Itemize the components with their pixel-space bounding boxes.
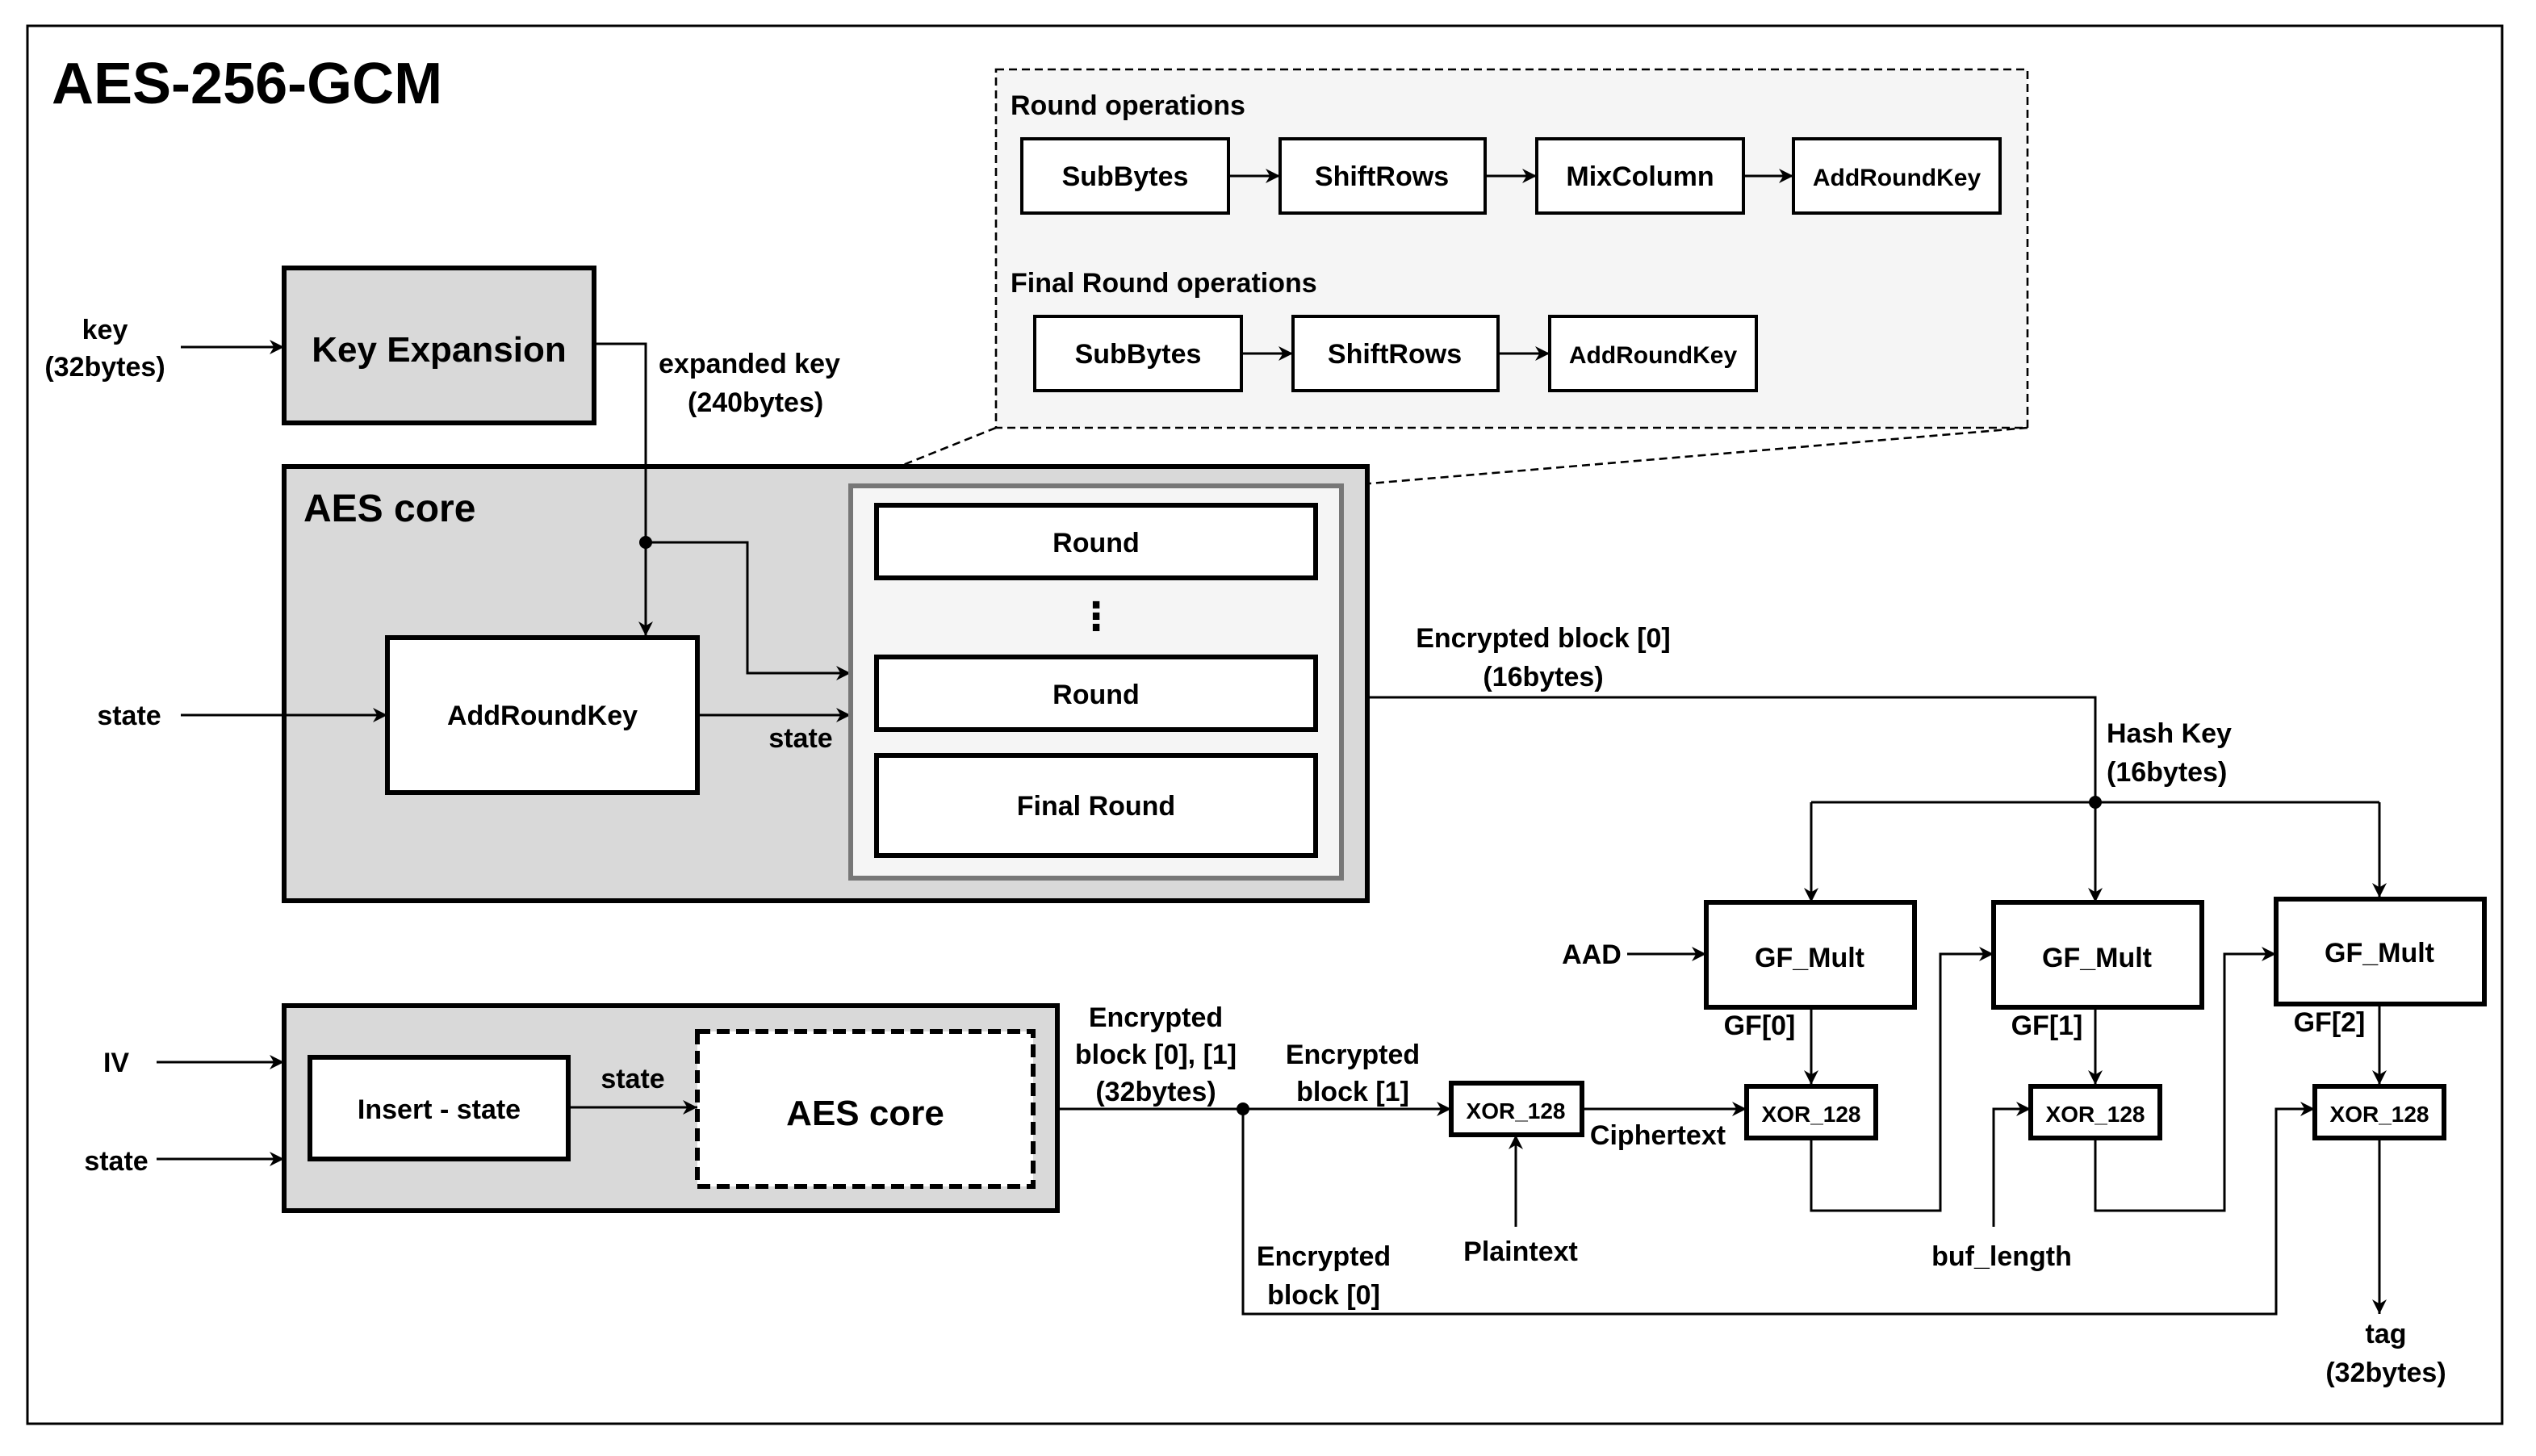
plaintext-label: Plaintext <box>1463 1236 1578 1267</box>
xor-label-3: XOR_128 <box>2330 1102 2429 1127</box>
gf-mult-label-2: GF_Mult <box>2325 938 2434 969</box>
insert-state-block <box>308 1055 571 1161</box>
key-expansion-block <box>282 266 596 425</box>
key-junction <box>639 536 652 549</box>
insert-state-label: Insert - state <box>358 1094 521 1125</box>
enc-block0-label: Encrypted block [0] <box>1416 623 1671 654</box>
buf-length-label: buf_length <box>1931 1241 2072 1272</box>
round-ops-title: Round operations <box>1011 90 1245 121</box>
round-op-subbytes: SubBytes <box>1062 161 1189 192</box>
key-expansion-label: Key Expansion <box>312 330 566 370</box>
aes-core-title: AES core <box>303 487 475 530</box>
core-state-label: state <box>768 723 832 754</box>
ciphertext-label: Ciphertext <box>1590 1120 1726 1151</box>
gf-mult-label-0: GF_Mult <box>1755 943 1864 973</box>
gf-label-1: GF[1] <box>2011 1010 2083 1041</box>
zoom-guide-right <box>1341 426 2028 487</box>
xor-label-0: XOR_128 <box>1467 1098 1566 1123</box>
enc-block1-label-2: block [1] <box>1296 1077 1409 1107</box>
key-size-label: (32bytes) <box>44 352 165 383</box>
ctr-out-label-3: (32bytes) <box>1095 1077 1216 1107</box>
iv-label: IV <box>103 1048 129 1078</box>
enc-block1-label-1: Encrypted <box>1286 1040 1420 1070</box>
final-round-ops-title: Final Round operations <box>1011 268 1317 299</box>
ctr-out-label-1: Encrypted <box>1089 1002 1223 1033</box>
final-round-label: Final Round <box>1017 791 1175 822</box>
final-round-block <box>874 753 1318 858</box>
expanded-key-size: (240bytes) <box>688 387 823 418</box>
add-round-key-label: AddRoundKey <box>447 701 638 731</box>
round-label-last: Round <box>1052 680 1140 710</box>
gf-mult-block-1 <box>1991 900 2204 1010</box>
hash-key-label: Hash Key <box>2107 718 2232 749</box>
round-label-first: Round <box>1052 528 1140 559</box>
enc-block0-bottom-label-2: block [0] <box>1267 1280 1380 1311</box>
enc-block0-size: (16bytes) <box>1483 662 1603 692</box>
ctr-out-label-2: block [0], [1] <box>1075 1040 1237 1070</box>
round-block-last <box>874 655 1318 732</box>
enc-block0-bottom-label-1: Encrypted <box>1257 1241 1391 1272</box>
round-operations-panel: Round operations SubBytes ShiftRows MixC… <box>994 68 2029 429</box>
xor-label-2: XOR_128 <box>2046 1102 2145 1127</box>
diagram-title: AES-256-GCM <box>52 52 442 116</box>
state-input-label: state <box>97 701 161 731</box>
rounds-ellipsis: ⋮ <box>1077 596 1115 638</box>
key-input-label: key <box>82 315 128 345</box>
state-bottom-label: state <box>84 1146 148 1177</box>
ctr-state-label: state <box>601 1064 664 1094</box>
round-block-first <box>874 503 1318 580</box>
gf-mult-label-1: GF_Mult <box>2042 943 2152 973</box>
aad-label: AAD <box>1562 939 1622 970</box>
gf-label-2: GF[2] <box>2294 1007 2366 1038</box>
tag-label: tag <box>2366 1319 2407 1349</box>
final-op-shiftrows: ShiftRows <box>1328 339 1462 370</box>
final-op-addroundkey: AddRoundKey <box>1569 342 1738 369</box>
round-op-mixcolumn: MixColumn <box>1566 161 1714 192</box>
round-op-shiftrows: ShiftRows <box>1315 161 1449 192</box>
hash-key-size: (16bytes) <box>2107 757 2227 788</box>
ctr-aes-core-block <box>695 1029 1036 1189</box>
add-round-key-block <box>385 635 700 795</box>
round-op-addroundkey: AddRoundKey <box>1813 165 1982 191</box>
ctr-aes-core-label: AES core <box>786 1094 944 1133</box>
xor-label-1: XOR_128 <box>1762 1102 1861 1127</box>
gf-label-0: GF[0] <box>1724 1010 1796 1041</box>
expanded-key-label: expanded key <box>659 349 840 379</box>
gf-mult-block-0 <box>1704 900 1917 1010</box>
tag-size-label: (32bytes) <box>2325 1358 2446 1388</box>
final-op-subbytes: SubBytes <box>1075 339 1202 370</box>
xor-block-3 <box>2312 1084 2446 1140</box>
